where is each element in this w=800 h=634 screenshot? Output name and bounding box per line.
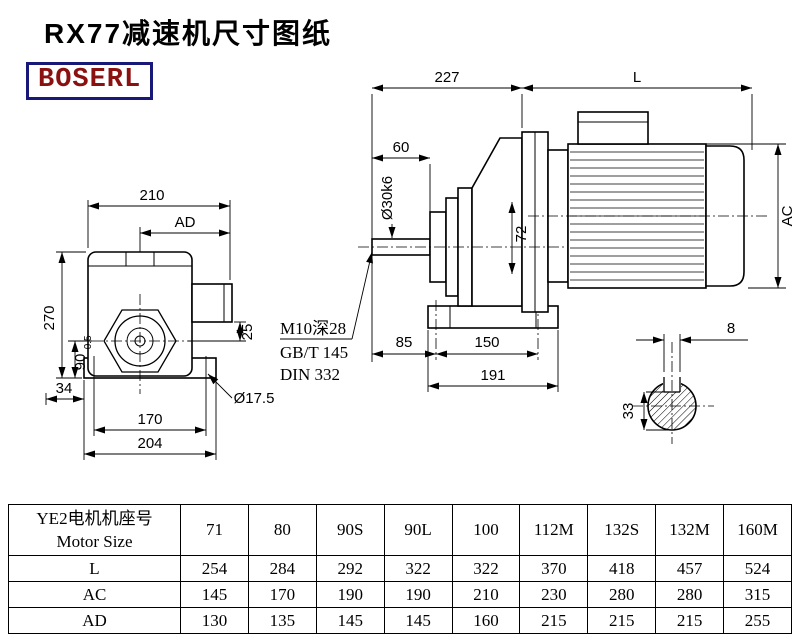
value-cell: 230	[519, 581, 589, 608]
dim-L-label: L	[633, 69, 641, 86]
size-cell: 90L	[383, 504, 453, 556]
value-cell: 145	[383, 607, 453, 634]
dim-keyway-width-label: 8	[727, 320, 735, 337]
value-cell: 284	[247, 555, 317, 582]
standard-gbt-label: GB/T 145	[280, 343, 348, 362]
value-cell: 418	[587, 555, 657, 582]
value-cell: 280	[587, 581, 657, 608]
dim-ad-label: AD	[175, 214, 196, 231]
shaft-end-view: 8 33	[620, 320, 748, 444]
value-cell: 190	[315, 581, 385, 608]
dim-34-label: 34	[56, 380, 73, 397]
value-cell: 145	[315, 607, 385, 634]
size-cell: 100	[451, 504, 521, 556]
side-view: 227 L 60 Ø30k6 72 M10深28 GB/T 145 DIN 33…	[280, 69, 796, 392]
table-row-AD: AD 130 135 145 145 160 215 215 215 255	[8, 607, 792, 634]
value-cell: 457	[655, 555, 724, 582]
value-cell: 190	[383, 581, 453, 608]
dim-270-label: 270	[41, 305, 58, 330]
table-header-cell: YE2电机机座号 Motor Size	[8, 504, 181, 556]
value-cell: 170	[247, 581, 317, 608]
dim-ac-label: AC	[779, 205, 796, 226]
row-label: L	[8, 555, 181, 582]
size-cell: 80	[247, 504, 317, 556]
dim-204-label: 204	[137, 435, 162, 452]
front-view: 210 AD 270 90 -0.5 25	[41, 187, 274, 460]
value-cell: 215	[519, 607, 589, 634]
dim-227-label: 227	[434, 69, 459, 86]
dim-210-label: 210	[139, 187, 164, 204]
terminal-box	[577, 111, 649, 145]
dim-170-label: 170	[137, 411, 162, 428]
size-cell: 112M	[519, 504, 589, 556]
value-cell: 145	[180, 581, 249, 608]
table-header-row: YE2电机机座号 Motor Size 71 80 90S 90L 100 11…	[8, 504, 792, 556]
brand-logo: BOSERL	[26, 62, 154, 100]
value-cell: 292	[315, 555, 385, 582]
motor-size-table: YE2电机机座号 Motor Size 71 80 90S 90L 100 11…	[8, 504, 792, 634]
value-cell: 254	[180, 555, 249, 582]
value-cell: 215	[587, 607, 657, 634]
value-cell: 322	[451, 555, 521, 582]
value-cell: 280	[655, 581, 724, 608]
tap-note-label: M10深28	[280, 319, 346, 338]
value-cell: 370	[519, 555, 589, 582]
dim-85-label: 85	[396, 334, 413, 351]
dim-hole-label: Ø17.5	[234, 390, 275, 407]
value-cell: 130	[180, 607, 249, 634]
dim-90-tolerance: -0.5	[83, 335, 94, 353]
dim-25-label: 25	[239, 324, 256, 341]
page-title: RX77减速机尺寸图纸	[44, 18, 333, 49]
value-cell: 255	[723, 607, 792, 634]
value-cell: 160	[451, 607, 521, 634]
size-cell: 160M	[723, 504, 792, 556]
size-cell: 90S	[315, 504, 385, 556]
size-cell: 71	[180, 504, 249, 556]
table-row-L: L 254 284 292 322 322 370 418 457 524	[8, 555, 792, 582]
hex-boss	[103, 309, 177, 373]
header-label-en: Motor Size	[56, 532, 133, 551]
size-cell: 132M	[655, 504, 724, 556]
front-view-dimensions: 210 AD 270 90 -0.5 25	[41, 187, 274, 460]
size-cell: 132S	[587, 504, 657, 556]
value-cell: 210	[451, 581, 521, 608]
gearbox-housing	[471, 137, 523, 307]
row-label: AD	[8, 607, 181, 634]
value-cell: 315	[723, 581, 792, 608]
dim-191-label: 191	[480, 367, 505, 384]
value-cell: 322	[383, 555, 453, 582]
header-label-cn: YE2电机机座号	[36, 509, 153, 528]
dim-90-label: 90	[72, 354, 89, 371]
value-cell: 135	[247, 607, 317, 634]
dim-60-label: 60	[393, 139, 410, 156]
dim-keyway-height-label: 33	[620, 403, 637, 420]
technical-drawing: 210 AD 270 90 -0.5 25	[41, 69, 796, 460]
shaft-end-dimensions: 8 33	[620, 320, 748, 431]
row-label: AC	[8, 581, 181, 608]
value-cell: 524	[723, 555, 792, 582]
side-view-dimensions: 227 L 60 Ø30k6 72 M10深28 GB/T 145 DIN 33…	[280, 69, 796, 392]
dim-150-label: 150	[474, 334, 499, 351]
shaft-cover-block	[191, 283, 233, 323]
value-cell: 215	[655, 607, 724, 634]
table-row-AC: AC 145 170 190 190 210 230 280 280 315	[8, 581, 792, 608]
dim-72-label: 72	[513, 226, 530, 243]
standard-din-label: DIN 332	[280, 365, 340, 384]
dim-shaft-label: Ø30k6	[379, 176, 396, 220]
